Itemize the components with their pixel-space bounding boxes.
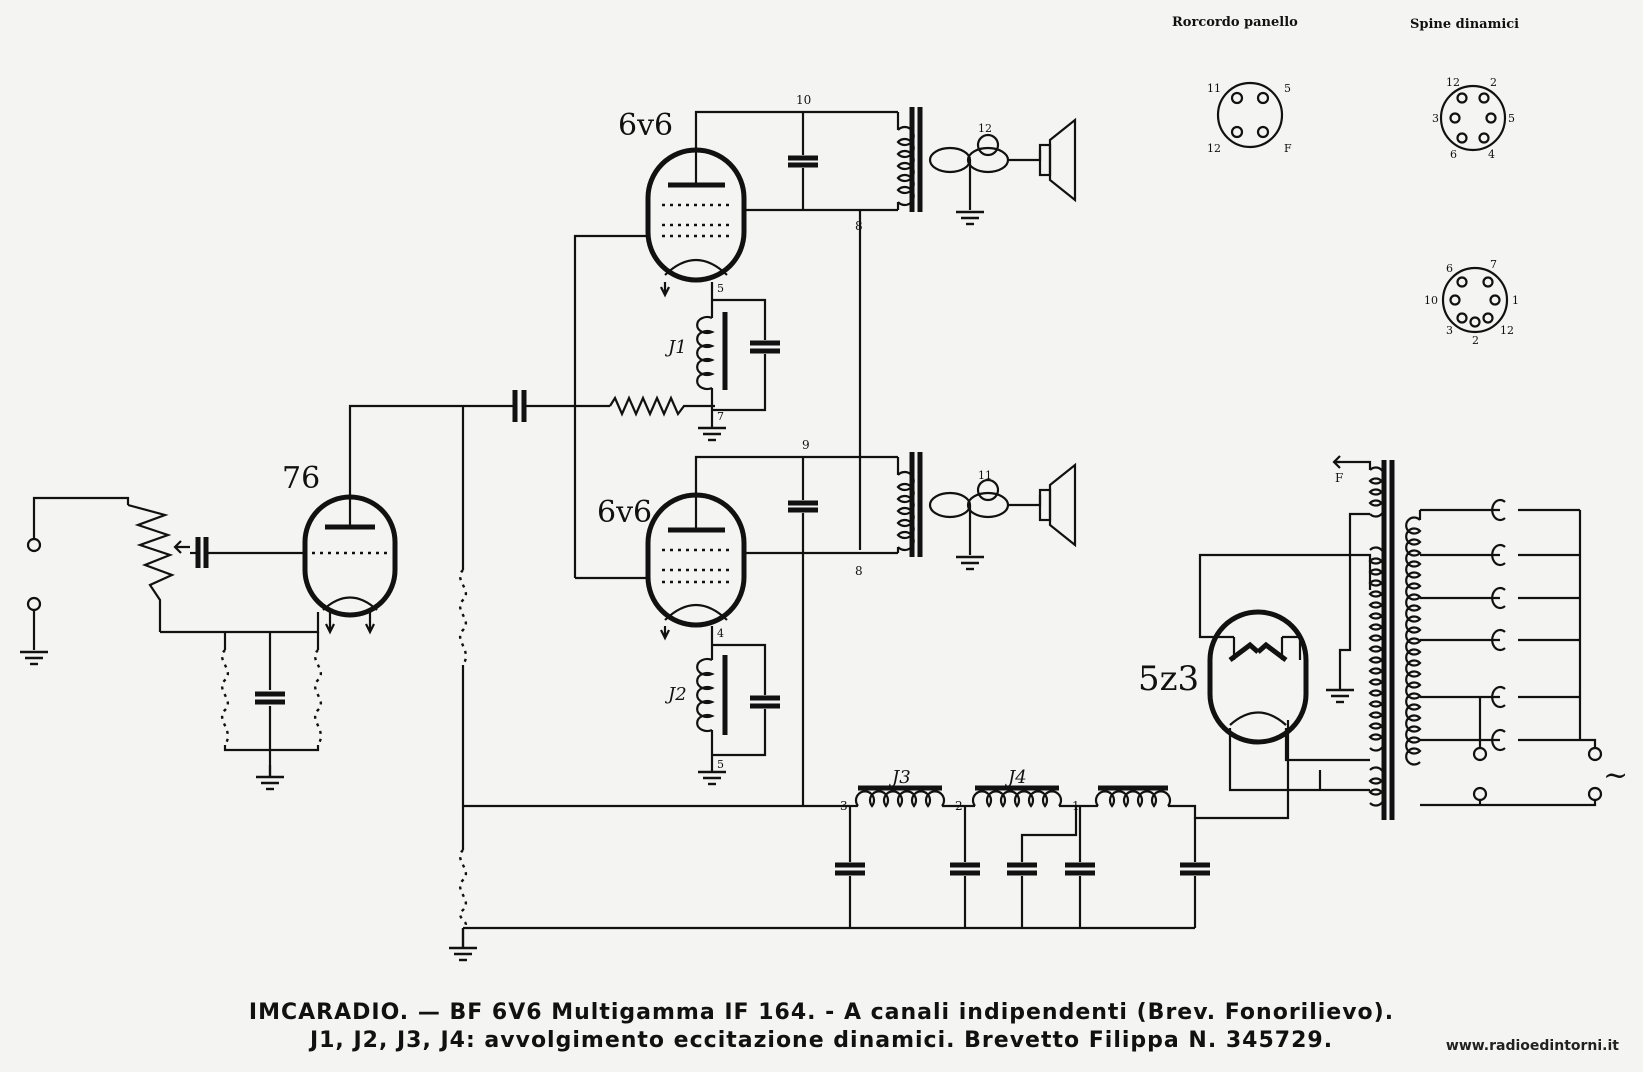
pin-label: 5 xyxy=(1284,82,1291,95)
ground-symbol xyxy=(956,210,984,226)
tube-6v6-top-label: 6v6 xyxy=(618,108,673,143)
ground-symbol xyxy=(956,555,984,571)
wire xyxy=(573,234,650,578)
ac-mains-label: ~ xyxy=(1603,758,1628,793)
tube-5z3 xyxy=(1207,609,1309,745)
node-label: 5 xyxy=(717,282,724,295)
panel-connector xyxy=(1216,81,1284,149)
filter-choke xyxy=(1090,720,1290,820)
ground-symbol xyxy=(20,650,48,666)
tube-6v6-bottom-label: 6v6 xyxy=(597,495,652,530)
choke-j1-label: J1 xyxy=(664,337,687,358)
pin-label: 10 xyxy=(1424,294,1438,307)
wire xyxy=(160,612,320,634)
node-label: 1 xyxy=(1072,799,1080,813)
wire xyxy=(1282,635,1302,660)
panel-connector-title: Rorcordo panello xyxy=(1172,15,1298,30)
choke-j4 xyxy=(965,785,1090,808)
pin-label: 3 xyxy=(1432,112,1439,125)
pin-label: F xyxy=(1284,142,1292,155)
caption-title: IMCARADIO. — BF 6V6 Multigamma IF 164. -… xyxy=(248,1000,1395,1025)
plate-capacitor-bottom xyxy=(788,457,818,806)
ground-symbol xyxy=(698,770,726,786)
volume-potentiometer xyxy=(127,503,190,632)
filter-capacitors xyxy=(835,806,1210,928)
pin-label: 6 xyxy=(1446,262,1453,275)
pin-label: 12 xyxy=(1500,324,1514,337)
voltage-selector xyxy=(1420,498,1603,807)
ground-symbol xyxy=(698,426,726,442)
node-label: 7 xyxy=(717,410,724,423)
pin-label: 12 xyxy=(1207,142,1221,155)
output-transformer-bottom xyxy=(896,452,1077,557)
coupling-capacitor-6v6 xyxy=(512,390,575,422)
output-transformer-top xyxy=(896,107,1077,212)
wire xyxy=(348,404,515,497)
wire xyxy=(694,455,898,495)
wire xyxy=(1228,728,1370,792)
speaker-connector-title: Spine dinamici xyxy=(1410,17,1519,32)
speaker-connector-bottom xyxy=(1441,266,1509,334)
choke-j2 xyxy=(696,638,780,772)
ground-symbol xyxy=(1326,688,1354,704)
node-label: 3 xyxy=(840,799,848,813)
wire xyxy=(1198,553,1372,639)
choke-j1 xyxy=(696,293,780,428)
input-terminals xyxy=(26,496,130,650)
choke-j3 xyxy=(850,785,965,808)
wire xyxy=(1284,728,1370,762)
node-label: 10 xyxy=(796,93,811,107)
plate-resistor-76 xyxy=(458,406,468,806)
grid-resistor xyxy=(575,395,715,417)
caption-subtitle: J1, J2, J3, J4: avvolgimento eccitazione… xyxy=(309,1028,1334,1053)
node-label: 11 xyxy=(978,469,992,482)
pin-label: 7 xyxy=(1490,258,1497,271)
pin-label: 12 xyxy=(1446,76,1460,89)
pin-label: 5 xyxy=(1508,112,1515,125)
pin-label: 3 xyxy=(1446,324,1453,337)
pin-label: 4 xyxy=(1488,148,1495,161)
bleeder-resistor xyxy=(458,849,468,930)
wire xyxy=(694,110,898,150)
ground-symbol xyxy=(449,928,477,962)
power-transformer xyxy=(1332,455,1422,820)
pin-label: 1 xyxy=(1512,294,1519,307)
watermark: www.radioedintorni.it xyxy=(1445,1038,1619,1054)
node-label: 2 xyxy=(955,799,963,813)
tube-76-label: 76 xyxy=(282,461,320,496)
node-label: 8 xyxy=(855,564,863,578)
tube-76 xyxy=(302,494,398,635)
node-label: 8 xyxy=(855,219,863,233)
cathode-bypass xyxy=(220,632,323,765)
filament-label: F xyxy=(1335,471,1343,485)
tube-6v6-bottom xyxy=(645,492,747,641)
speaker-connector-top xyxy=(1439,84,1507,152)
node-label: 4 xyxy=(717,627,724,640)
coupling-capacitor-input xyxy=(190,537,307,568)
pin-label: 2 xyxy=(1490,76,1497,89)
node-label: 12 xyxy=(978,122,992,135)
pin-label: 6 xyxy=(1450,148,1457,161)
node-label: 9 xyxy=(802,438,810,452)
node-label: 5 xyxy=(717,758,724,771)
tube-6v6-top xyxy=(645,147,747,298)
plate-capacitor-top xyxy=(788,112,818,210)
tube-5z3-label: 5z3 xyxy=(1138,659,1199,699)
choke-j2-label: J2 xyxy=(664,684,687,705)
choke-j4-label: J4 xyxy=(1004,767,1027,788)
ground-symbol xyxy=(256,765,284,791)
pin-label: 11 xyxy=(1207,82,1221,95)
pin-label: 2 xyxy=(1472,334,1479,347)
choke-j3-label: J3 xyxy=(888,767,911,788)
